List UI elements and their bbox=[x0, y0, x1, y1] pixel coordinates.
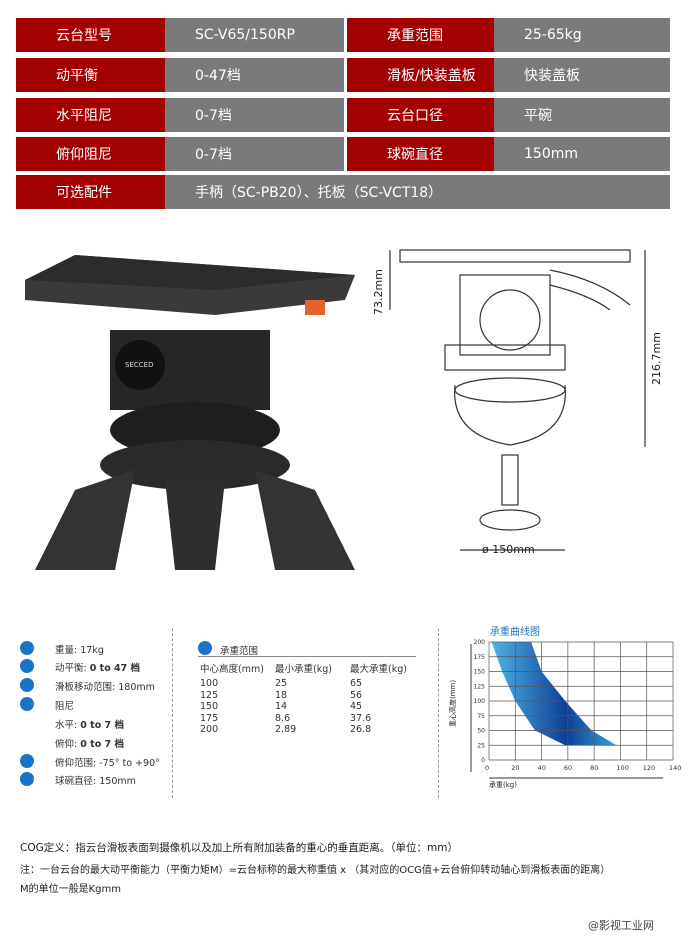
spec-item: 阻尼 bbox=[55, 701, 75, 712]
table-cell: 2.89 bbox=[275, 724, 297, 735]
spec-label: 云台型号 bbox=[16, 18, 165, 52]
table-cell: 25 bbox=[275, 678, 288, 689]
dimension-label: ø 150mm bbox=[482, 543, 535, 556]
chart-title: 承重曲线图 bbox=[490, 625, 540, 638]
table-cell: 150 bbox=[200, 701, 219, 712]
spec-value: 0-7档 bbox=[165, 137, 344, 171]
dimension-label: 216.7mm bbox=[650, 332, 663, 385]
spec-value: 手柄（SC-PB20）、托板（SC-VCT18） bbox=[165, 175, 670, 209]
spec-row: 可选配件手柄（SC-PB20）、托板（SC-VCT18） bbox=[16, 175, 670, 209]
x-axis-label: 承重(kg) bbox=[489, 780, 517, 789]
spec-label: 可选配件 bbox=[16, 175, 165, 209]
table-cell: 37.6 bbox=[350, 712, 372, 724]
x-tick-label: 40 bbox=[538, 764, 546, 772]
y-tick-label: 50 bbox=[477, 728, 485, 735]
y-tick-label: 150 bbox=[474, 669, 486, 676]
y-tick-label: 100 bbox=[474, 698, 486, 705]
column-header: 最大承重(kg) bbox=[350, 664, 407, 675]
spec-value: 平碗 bbox=[494, 98, 670, 132]
spec-value: 150mm bbox=[494, 137, 670, 171]
weight-icon bbox=[20, 641, 34, 655]
y-tick-label: 200 bbox=[474, 639, 486, 646]
note: 注：一台云台的最大动平衡能力（平衡力矩M）=云台标称的最大称重值 x （其对应的… bbox=[20, 865, 611, 876]
spec-item: 俯仰范围: -75° to +90° bbox=[55, 758, 160, 769]
tripod-head-photo: SECCED bbox=[25, 255, 355, 570]
x-tick-label: 100 bbox=[616, 764, 628, 772]
dimension-label: 73.2mm bbox=[372, 269, 385, 315]
dimension-drawing: 73.2mm 216.7mm ø 150mm bbox=[372, 249, 663, 556]
table-cell: 65 bbox=[350, 678, 363, 689]
spec-value: 0-7档 bbox=[165, 98, 344, 132]
column-header: 中心高度(mm) bbox=[200, 664, 264, 675]
y-tick-label: 25 bbox=[477, 742, 485, 749]
x-tick-label: 80 bbox=[590, 764, 598, 772]
spec-row: 滑板/快装盖板快装盖板 bbox=[347, 58, 670, 92]
load-curve-chart: 承重曲线图 重心高度(mm) 承重(kg) 0 20 40 60 80 100 120 140… bbox=[448, 625, 681, 789]
spec-label: 球碗直径 bbox=[347, 137, 494, 171]
y-axis-label: 重心高度(mm) bbox=[448, 680, 457, 727]
y-tick-label: 125 bbox=[474, 683, 486, 690]
tilt-icon bbox=[20, 754, 34, 768]
table-cell: 26.8 bbox=[350, 724, 372, 735]
spec-label: 滑板/快装盖板 bbox=[347, 58, 494, 92]
spec-value: SC-V65/150RP bbox=[165, 18, 344, 52]
watermark: @影视工业网 bbox=[588, 919, 654, 932]
cog-definition: COG定义：指云台滑板表面到摄像机以及加上所有附加装备的重心的垂直距离。（单位：… bbox=[20, 842, 458, 854]
plate-icon bbox=[20, 678, 34, 692]
note: M的单位一般是Kgmm bbox=[20, 884, 122, 895]
table-cell: 125 bbox=[200, 689, 219, 701]
y-tick-label: 175 bbox=[474, 654, 486, 661]
y-tick-label: 75 bbox=[477, 713, 485, 720]
brand-logo: SECCED bbox=[125, 361, 153, 369]
load-band bbox=[491, 642, 617, 746]
spec-label: 俯仰阻尼 bbox=[16, 137, 165, 171]
table-cell: 14 bbox=[275, 701, 288, 712]
x-tick-label: 120 bbox=[643, 764, 655, 772]
table-cell: 8.6 bbox=[275, 712, 291, 724]
payload-title: 承重范围 bbox=[220, 646, 259, 657]
spec-label: 承重范围 bbox=[347, 18, 494, 52]
x-tick-label: 0 bbox=[485, 764, 489, 772]
spec-value: 0-47档 bbox=[165, 58, 344, 92]
spec-value: 25-65kg bbox=[494, 18, 670, 52]
balance-icon bbox=[20, 659, 34, 673]
spec-item: 俯仰: 0 to 7 档 bbox=[55, 739, 124, 750]
table-cell: 45 bbox=[350, 701, 363, 712]
divider bbox=[172, 628, 173, 798]
divider bbox=[198, 656, 416, 657]
bowl-icon bbox=[20, 772, 34, 786]
spec-label: 水平阻尼 bbox=[16, 98, 165, 132]
drag-icon bbox=[20, 697, 34, 711]
column-header: 最小承重(kg) bbox=[275, 664, 332, 675]
divider bbox=[438, 628, 439, 798]
y-tick-label: 0 bbox=[481, 757, 485, 764]
table-cell: 200 bbox=[200, 724, 219, 735]
table-cell: 175 bbox=[200, 712, 219, 724]
payload-icon bbox=[198, 641, 212, 655]
spec-item: 重量: 17kg bbox=[55, 645, 104, 656]
spec-row: 云台口径平碗 bbox=[347, 98, 670, 132]
spec-item: 水平: 0 to 7 档 bbox=[55, 720, 124, 731]
spec-label: 云台口径 bbox=[347, 98, 494, 132]
table-cell: 56 bbox=[350, 689, 363, 701]
spec-label: 动平衡 bbox=[16, 58, 165, 92]
spec-item: 滑板移动范围: 180mm bbox=[55, 682, 155, 693]
x-tick-label: 60 bbox=[564, 764, 572, 772]
x-tick-label: 20 bbox=[511, 764, 519, 772]
spec-item: 动平衡: 0 to 47 档 bbox=[55, 663, 141, 674]
spec-value: 快装盖板 bbox=[494, 58, 670, 92]
x-tick-label: 140 bbox=[669, 764, 681, 772]
table-cell: 18 bbox=[275, 689, 288, 701]
table-cell: 100 bbox=[200, 678, 219, 689]
spec-item: 球碗直径: 150mm bbox=[55, 776, 136, 787]
